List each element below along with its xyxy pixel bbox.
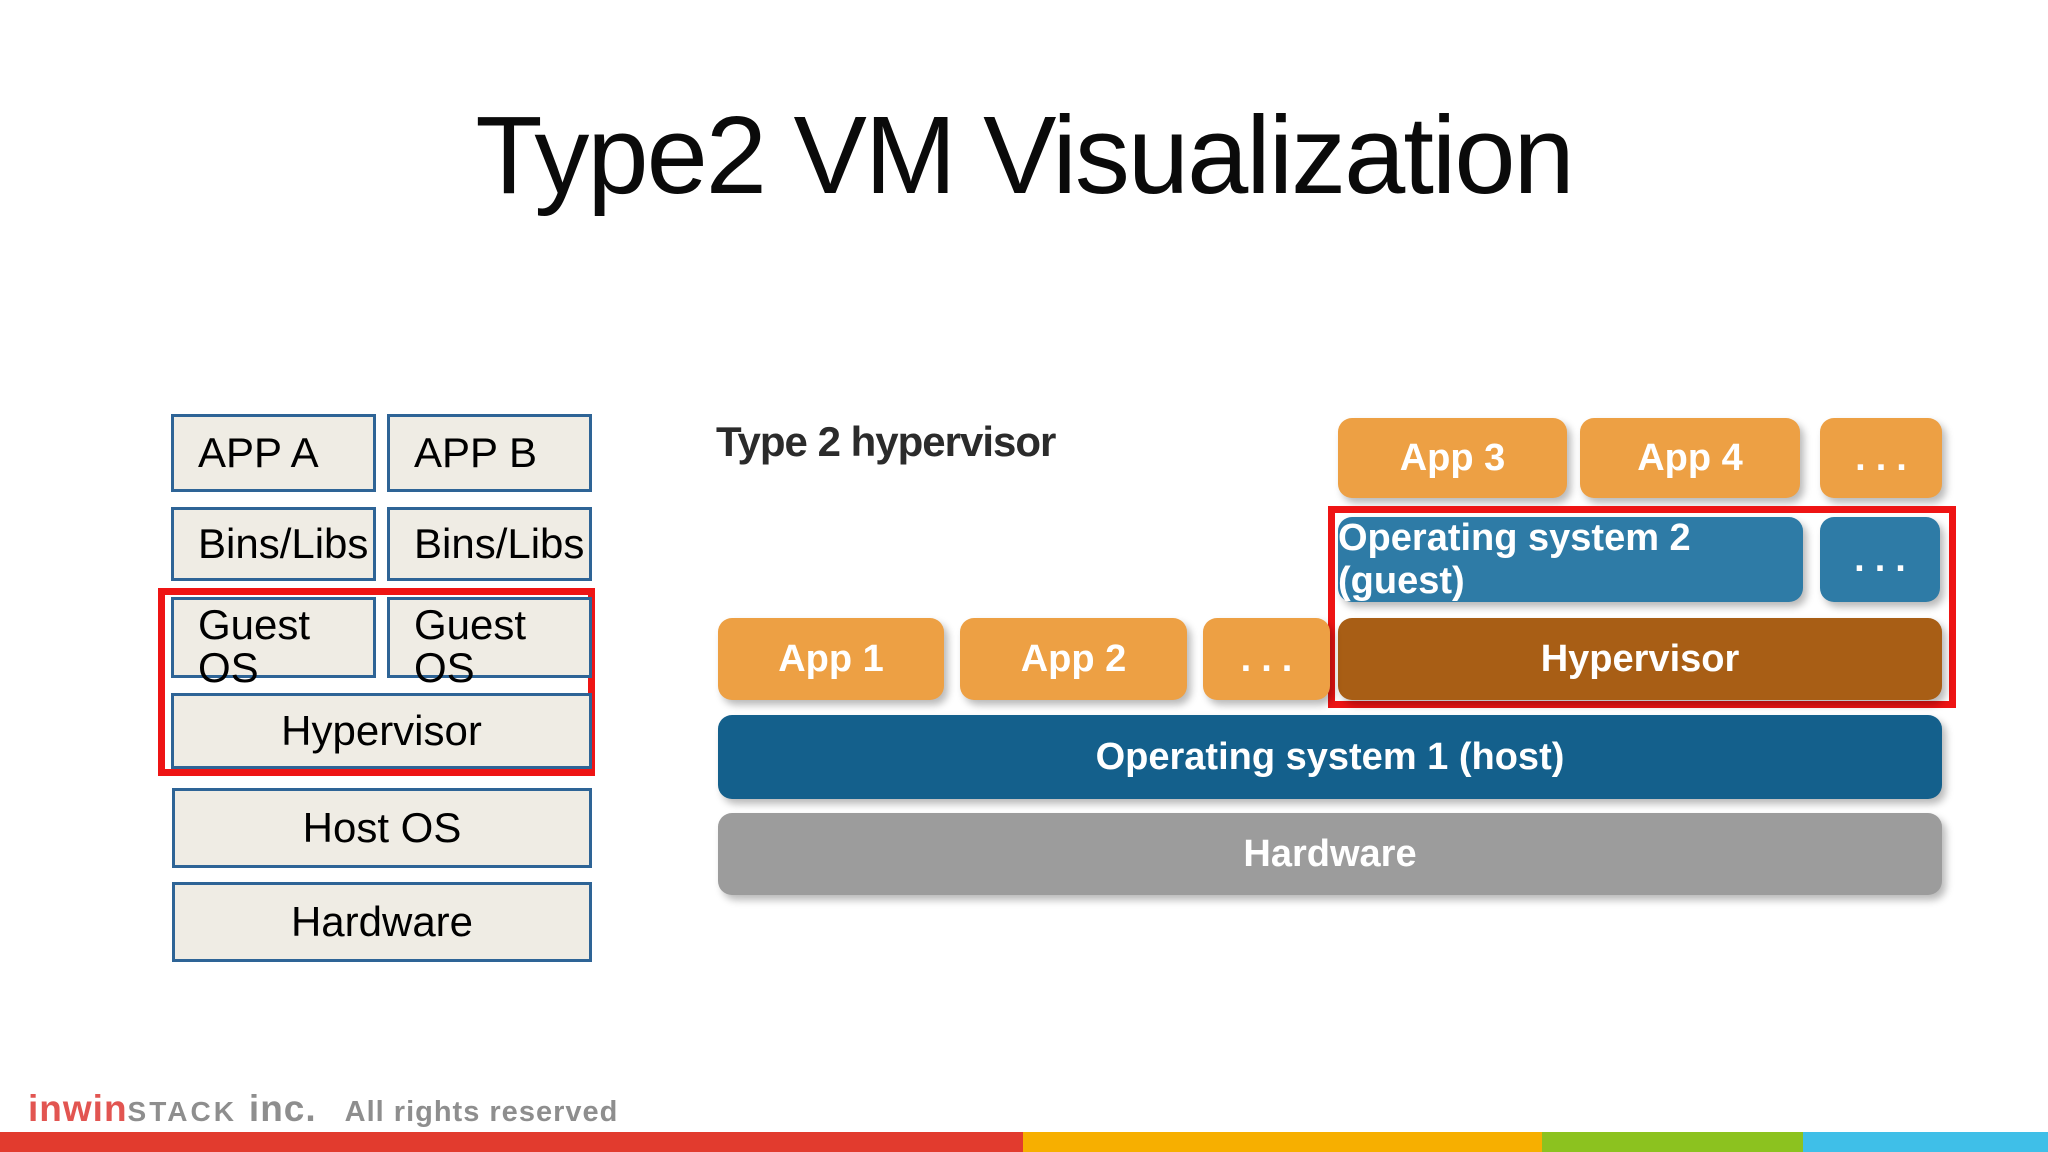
box-hardware: Hardware — [718, 813, 1942, 895]
rights-reserved-text: All rights reserved — [344, 1096, 619, 1128]
diagram-label: Type 2 hypervisor — [716, 418, 1056, 465]
bottom-color-bar — [0, 1132, 2048, 1152]
left-box-guest-os-b: Guest OS — [387, 597, 592, 689]
brand-stack: STACK — [127, 1096, 237, 1127]
box-app-1: App 1 — [718, 618, 944, 700]
left-box-hypervisor: Hypervisor — [171, 693, 592, 769]
bar-segment-cyan — [1803, 1132, 2048, 1152]
box-app-2: App 2 — [960, 618, 1187, 700]
bar-segment-green — [1542, 1132, 1803, 1152]
box-app-more-host: ... — [1203, 618, 1330, 700]
left-box-guest-os-a: Guest OS — [171, 597, 376, 689]
right-red-highlight-frame — [1328, 506, 1956, 708]
box-guest-os-2: Operating system 2 (guest) — [1338, 517, 1803, 602]
footer-brand: inwin STACK inc. All rights reserved — [28, 1088, 618, 1130]
left-box-hardware: Hardware — [172, 882, 592, 962]
left-box-bins-libs-a: Bins/Libs — [171, 507, 376, 581]
box-app-more-guest: ... — [1820, 418, 1942, 498]
box-app-3: App 3 — [1338, 418, 1567, 498]
page-title: Type2 VM Visualization — [475, 94, 1574, 217]
box-hypervisor: Hypervisor — [1338, 618, 1942, 700]
brand-inc: inc. — [248, 1088, 317, 1129]
box-app-4: App 4 — [1580, 418, 1800, 498]
box-guest-os-more: ... — [1820, 517, 1940, 602]
bar-segment-amber — [1023, 1132, 1542, 1152]
left-box-app-b: APP B — [387, 414, 592, 492]
left-box-host-os: Host OS — [172, 788, 592, 868]
brand-inwin: inwin — [28, 1088, 128, 1129]
left-box-app-a: APP A — [171, 414, 376, 492]
left-red-highlight-frame — [158, 588, 595, 776]
left-box-bins-libs-b: Bins/Libs — [387, 507, 592, 581]
bar-segment-red — [0, 1132, 1023, 1152]
box-host-os-1: Operating system 1 (host) — [718, 715, 1942, 799]
